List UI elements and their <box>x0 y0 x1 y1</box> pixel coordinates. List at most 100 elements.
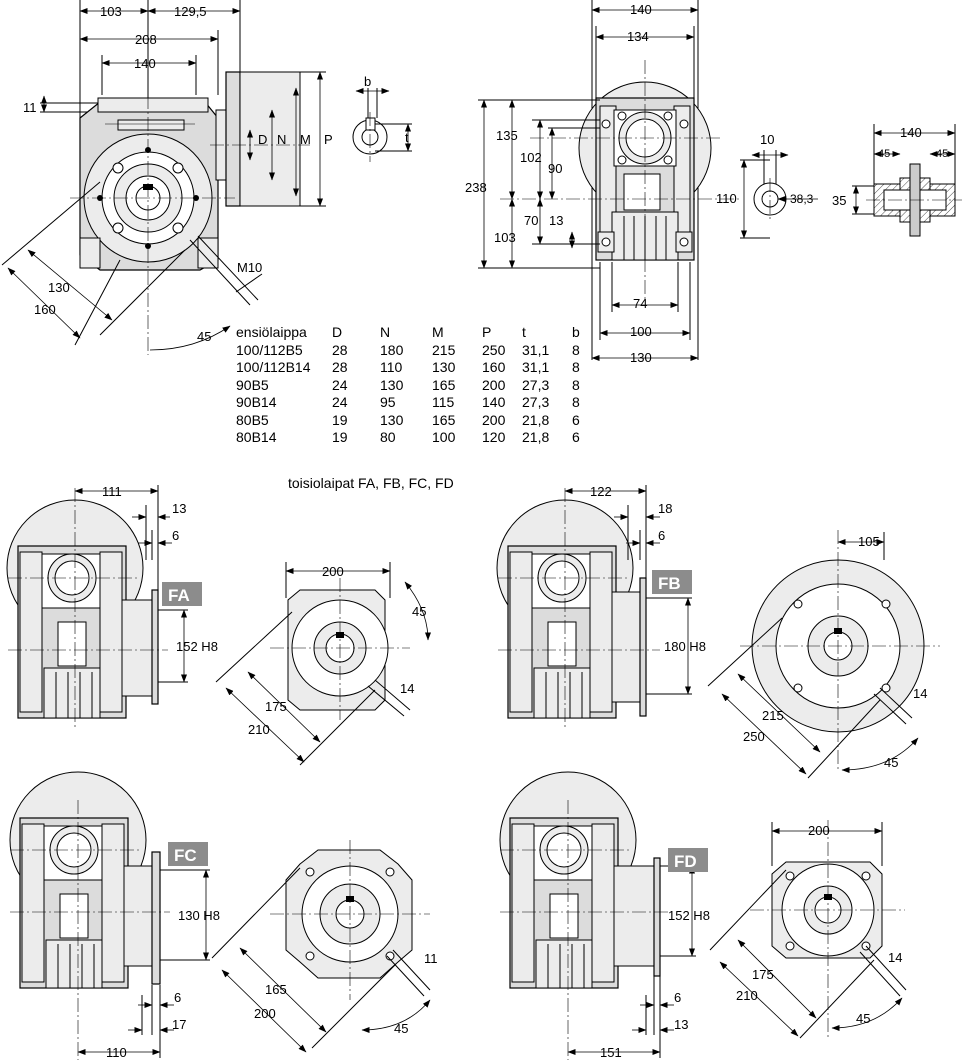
dim-label: 140 <box>900 125 922 140</box>
dim-label: 6 <box>172 528 179 543</box>
dim-label: 130 H8 <box>178 908 220 923</box>
table-cell: 24 <box>332 376 348 393</box>
fd-badge: FD <box>674 852 697 871</box>
dim-label: 250 <box>743 729 765 744</box>
fc-side-view: FC 130 H8 6 17 110 <box>9 771 220 1060</box>
table-cell: 80B5 <box>236 411 269 428</box>
dim-label: M10 <box>237 260 262 275</box>
table-cell: 28 <box>332 359 348 375</box>
table-cell: 130 <box>380 411 404 428</box>
fa-badge: FA <box>168 586 190 605</box>
dim-label: 151 <box>600 1045 622 1060</box>
table-cell: 165 <box>432 411 456 428</box>
input-flange-table: ensiölaippa D N M P t b 100/112B5 28 180… <box>236 324 592 447</box>
table-cell: 130 <box>380 376 404 393</box>
dim-label: 90 <box>548 161 562 176</box>
dim-label: 129,5 <box>174 4 207 19</box>
table-header: t <box>522 324 526 340</box>
dim-label: 105 <box>858 534 880 549</box>
dim-label: 208 <box>135 32 157 47</box>
table-cell: 27,3 <box>522 376 550 393</box>
table-row: 80B14 19 80 100 120 21,8 6 <box>236 429 592 447</box>
fc-badge: FC <box>174 846 197 865</box>
table-cell: 100 <box>432 429 456 445</box>
dim-label: 110 <box>716 191 737 206</box>
dim-label: N <box>277 132 286 147</box>
dim-label: 210 <box>736 988 758 1003</box>
fb-badge: FB <box>658 574 681 593</box>
table-cell: 100/112B5 <box>236 341 303 358</box>
dim-label: 110 <box>106 1045 127 1060</box>
dim-label: 103 <box>100 4 122 19</box>
dim-label: M <box>300 132 311 147</box>
fa-side-view: FA 111 13 6 152 H8 <box>6 484 218 728</box>
fd-side-view: FD 152 H8 6 13 151 <box>499 771 710 1060</box>
dim-label: P <box>324 132 333 147</box>
dim-label: 100 <box>630 324 652 339</box>
table-cell: 140 <box>482 394 506 410</box>
dim-label: 11 <box>424 951 438 966</box>
table-cell: 24 <box>332 394 348 410</box>
dim-label: 35 <box>832 193 846 208</box>
table-cell: 160 <box>482 359 506 375</box>
dim-label: 152 H8 <box>668 908 710 923</box>
fb-front-view: 105 215 250 14 45 <box>707 530 940 779</box>
dim-label: 45 <box>856 1011 870 1026</box>
dim-label: 6 <box>174 990 181 1005</box>
table-cell: 200 <box>482 411 506 428</box>
table-header: D <box>332 324 343 340</box>
table-cell: 90B5 <box>236 376 269 393</box>
dim-label: D <box>258 132 267 147</box>
dim-label: 175 <box>265 699 287 714</box>
table-header: ensiölaippa <box>236 324 307 340</box>
table-header: P <box>482 324 492 340</box>
table-row: 80B5 19 130 165 200 21,8 6 <box>236 412 592 430</box>
table-cell: 6 <box>572 429 580 445</box>
dim-label: 45 <box>936 148 948 160</box>
dim-label: 103 <box>494 230 516 245</box>
dim-label: 200 <box>254 1006 276 1021</box>
dim-label: 45 <box>884 755 898 770</box>
table-row: 100/112B5 28 180 215 250 31,1 8 <box>236 342 592 360</box>
dim-label: 11 <box>23 100 37 115</box>
table-cell: 215 <box>432 341 456 358</box>
table-header: b <box>572 324 580 340</box>
fd-front-view: 200 175 210 14 45 <box>709 820 907 1040</box>
dim-label: 165 <box>265 982 287 997</box>
dim-label: 6 <box>674 990 681 1005</box>
dim-label: 135 <box>496 128 518 143</box>
dim-label: 200 <box>322 564 344 579</box>
dim-label: 102 <box>520 150 542 165</box>
table-row: 90B5 24 130 165 200 27,3 8 <box>236 377 592 395</box>
key-detail: b t <box>352 74 412 162</box>
table-cell: 80 <box>380 429 396 445</box>
dim-label: 152 H8 <box>176 639 218 654</box>
table-cell: 80B14 <box>236 429 277 445</box>
dim-label: 74 <box>633 296 647 311</box>
table-cell: 31,1 <box>522 341 550 358</box>
gearbox-side-view-labels: 103 129,5 208 140 11 D N M P M10 130 160… <box>23 4 333 344</box>
table-cell: 180 <box>380 341 404 358</box>
dim-label: 13 <box>549 213 563 228</box>
table-row: 90B14 24 95 115 140 27,3 8 <box>236 394 592 412</box>
dim-label: 238 <box>465 180 487 195</box>
dim-label: 6 <box>658 528 665 543</box>
dim-label: 10 <box>760 132 774 147</box>
table-cell: 115 <box>432 394 455 410</box>
dim-label: 38,3 <box>790 192 814 206</box>
gearbox-front-view-labels: 140 134 135 102 90 238 70 13 103 74 100 … <box>465 2 652 365</box>
table-cell: 250 <box>482 341 506 358</box>
table-cell: 19 <box>332 429 348 445</box>
dim-label: 210 <box>248 722 270 737</box>
table-cell: 130 <box>432 359 456 375</box>
dim-label: 215 <box>762 708 784 723</box>
output-flanges-title: toisiolaipat FA, FB, FC, FD <box>288 475 454 491</box>
table-header-row: ensiölaippa D N M P t b <box>236 324 592 342</box>
dim-label: 140 <box>134 56 156 71</box>
gearbox-side-view <box>1 0 326 355</box>
gearbox-front-view <box>478 0 740 361</box>
table-cell: 8 <box>572 359 580 375</box>
table-cell: 8 <box>572 376 580 393</box>
